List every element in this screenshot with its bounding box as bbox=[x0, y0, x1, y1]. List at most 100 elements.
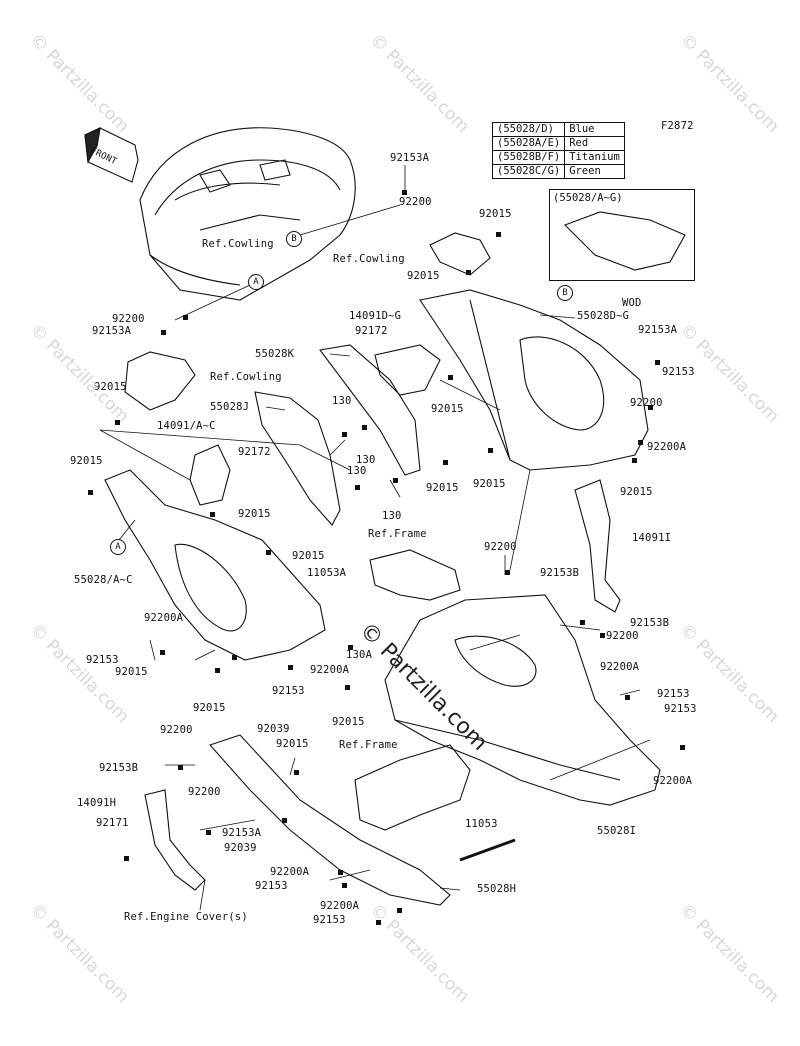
label-92015-k: 92015 bbox=[115, 666, 148, 678]
label-92153a-left: 92153A bbox=[92, 325, 132, 337]
ref-cowling-upper-shape bbox=[429, 232, 491, 276]
ref-frame-lower-shape bbox=[354, 744, 471, 831]
ref-cowling-left-shape bbox=[124, 351, 196, 411]
label-130a: 130A bbox=[346, 649, 373, 661]
bracket-14091dg-shape bbox=[374, 344, 441, 396]
label-92172-b: 92172 bbox=[238, 446, 271, 458]
label-92200a-b: 92200A bbox=[310, 664, 350, 676]
color-name: Green bbox=[564, 164, 625, 179]
callout-a-top: A bbox=[248, 274, 264, 290]
color-table-row: (55028B/F) Titanium bbox=[491, 150, 625, 165]
label-92015-a: 92015 bbox=[479, 208, 512, 220]
label-92200a-c: 92200A bbox=[600, 661, 640, 673]
color-table-row: (55028C/G) Green bbox=[491, 164, 625, 179]
label-92015-d: 92015 bbox=[431, 403, 464, 415]
label-14091i: 14091I bbox=[632, 532, 672, 544]
label-92153-c: 92153 bbox=[657, 688, 690, 700]
label-92153-e: 92153 bbox=[255, 880, 288, 892]
label-55028dg: 55028D~G bbox=[577, 310, 630, 322]
bracket-14091i-shape bbox=[574, 479, 621, 613]
label-92200a-a: 92200A bbox=[144, 612, 184, 624]
color-code: (55028C/G) bbox=[491, 164, 566, 179]
label-92200-c: 92200 bbox=[160, 724, 193, 736]
label-ref-frame-1: Ref.Frame bbox=[368, 528, 427, 540]
label-11053: 11053 bbox=[465, 818, 498, 830]
label-92153-f: 92153 bbox=[313, 914, 346, 926]
label-92200-mid: 92200 bbox=[484, 541, 517, 553]
label-92015-g: 92015 bbox=[473, 478, 506, 490]
label-ref-cowling-3: Ref.Cowling bbox=[210, 371, 282, 383]
upper-cowling-shape bbox=[139, 127, 356, 301]
label-ref-cowling-2: Ref.Cowling bbox=[333, 253, 405, 265]
label-92015-m: 92015 bbox=[332, 716, 365, 728]
label-92153a-b: 92153A bbox=[222, 827, 262, 839]
label-92172-a: 92172 bbox=[355, 325, 388, 337]
label-92200a-r: 92200A bbox=[647, 441, 687, 453]
label-92153b-b: 92153B bbox=[630, 617, 670, 629]
label-55028i: 55028I bbox=[597, 825, 637, 837]
label-14091dg: 14091D~G bbox=[349, 310, 402, 322]
label-92200-top: 92200 bbox=[399, 196, 432, 208]
label-ref-cowling-1: Ref.Cowling bbox=[202, 238, 274, 250]
color-table-row: (55028/D) Blue bbox=[491, 122, 625, 137]
figure-code: F2872 bbox=[661, 120, 694, 132]
label-92015-b: 92015 bbox=[407, 270, 440, 282]
color-code: (55028B/F) bbox=[491, 150, 566, 165]
label-92153b-c: 92153B bbox=[99, 762, 139, 774]
label-130-b: 130 bbox=[356, 454, 376, 466]
color-name: Titanium bbox=[564, 150, 625, 165]
label-92153-r1: 92153 bbox=[662, 366, 695, 378]
label-92171: 92171 bbox=[96, 817, 129, 829]
color-name: Red bbox=[564, 136, 625, 151]
callout-b-top: B bbox=[286, 231, 302, 247]
label-92153a-right: 92153A bbox=[638, 324, 678, 336]
front-arrow-icon bbox=[84, 127, 139, 183]
label-14091ac: 14091/A~C bbox=[157, 420, 216, 432]
bracket-14091ac-shape bbox=[189, 444, 231, 506]
label-92153-b: 92153 bbox=[272, 685, 305, 697]
label-55028h: 55028H bbox=[477, 883, 517, 895]
inset-title: (55028/A~G) bbox=[553, 192, 623, 204]
label-92200a-e: 92200A bbox=[270, 866, 310, 878]
label-92015-h: 92015 bbox=[620, 486, 653, 498]
label-92039-a: 92039 bbox=[257, 723, 290, 735]
label-11053a: 11053A bbox=[307, 567, 347, 579]
inset-caption: WOD bbox=[622, 297, 642, 309]
strip-55028k-shape bbox=[319, 344, 421, 476]
inner-panel-55028ac-shape bbox=[104, 469, 326, 661]
label-92200a-f: 92200A bbox=[320, 900, 360, 912]
label-ref-frame-2: Ref.Frame bbox=[339, 739, 398, 751]
label-92015-f: 92015 bbox=[426, 482, 459, 494]
bracket-14091h-shape bbox=[144, 789, 206, 891]
rod-11053-shape bbox=[459, 838, 516, 862]
label-92200a-d: 92200A bbox=[653, 775, 693, 787]
label-92200-b: 92200 bbox=[606, 630, 639, 642]
lower-cowling-55028i-shape bbox=[384, 594, 661, 806]
label-92200-d: 92200 bbox=[188, 786, 221, 798]
label-92015-c: 92015 bbox=[94, 381, 127, 393]
label-92015-l: 92015 bbox=[193, 702, 226, 714]
callout-b-right: B bbox=[557, 285, 573, 301]
label-130-d: 130 bbox=[382, 510, 402, 522]
label-55028j: 55028J bbox=[210, 401, 250, 413]
color-code: (55028A/E) bbox=[491, 136, 566, 151]
label-92153b-a: 92153B bbox=[540, 567, 580, 579]
panel-55028j-shape bbox=[254, 391, 341, 526]
label-55028ac: 55028/A~C bbox=[74, 574, 133, 586]
label-92153-d: 92153 bbox=[664, 703, 697, 715]
ref-frame-upper-shape bbox=[369, 549, 461, 601]
label-55028k: 55028K bbox=[255, 348, 295, 360]
label-ref-engine-cover: Ref.Engine Cover(s) bbox=[124, 911, 248, 923]
color-name: Blue bbox=[564, 122, 625, 137]
color-table: (55028/D) Blue (55028A/E) Red (55028B/F)… bbox=[491, 122, 625, 179]
label-14091h: 14091H bbox=[77, 797, 117, 809]
under-panel-55028h-shape bbox=[209, 734, 451, 906]
label-92015-i: 92015 bbox=[238, 508, 271, 520]
label-130-a: 130 bbox=[332, 395, 352, 407]
label-130-c: 130 bbox=[347, 465, 367, 477]
label-92015-n: 92015 bbox=[276, 738, 309, 750]
label-92200-r: 92200 bbox=[630, 397, 663, 409]
label-92039-b: 92039 bbox=[224, 842, 257, 854]
inset-box: (55028/A~G) bbox=[549, 189, 695, 281]
